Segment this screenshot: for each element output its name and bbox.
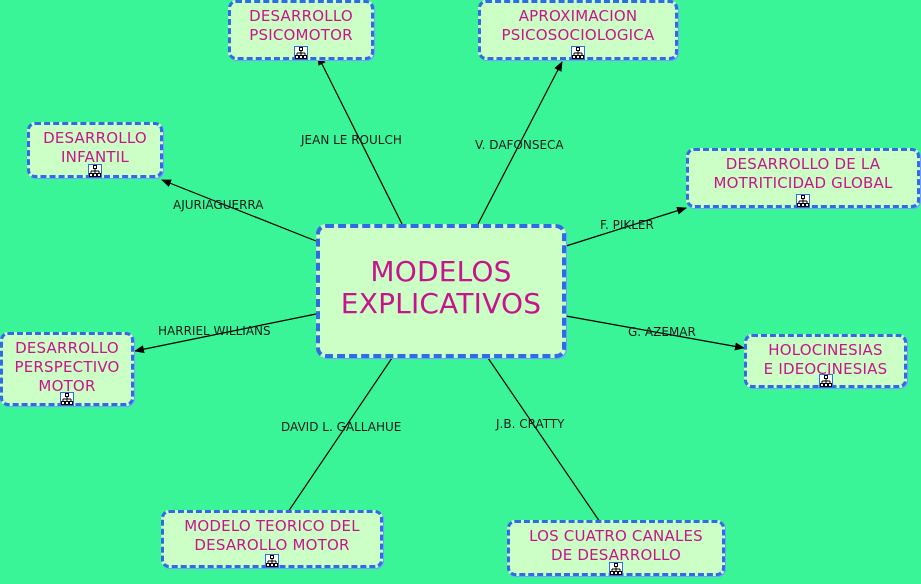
link-label-ajuriaguerra: AJURIAGUERRA [173, 198, 264, 212]
submap-icon[interactable] [609, 562, 623, 576]
node-label: DESARROLLO PSICOMOTOR [249, 7, 353, 44]
link-le-roulch [317, 55, 403, 225]
link-label-cratty: J.B. CRATTY [496, 417, 565, 431]
submap-icon[interactable] [265, 554, 279, 568]
node-desarrollo-perspectivo-motor[interactable]: DESARROLLO PERSPECTIVO MOTOR [0, 332, 134, 406]
node-label: HOLOCINESIAS E IDEOCINESIAS [763, 341, 888, 378]
node-desarrollo-psicomotor[interactable]: DESARROLLO PSICOMOTOR [228, 0, 374, 60]
node-desarrollo-infantil[interactable]: DESARROLLO INFANTIL [27, 122, 163, 178]
submap-icon[interactable] [60, 392, 74, 406]
submap-icon[interactable] [88, 164, 102, 178]
link-pikler [565, 206, 687, 247]
link-label-gallahue: DAVID L. GALLAHUE [281, 420, 402, 434]
link-label-le-roulch: JEAN LE ROULCH [301, 133, 402, 147]
link-label-williams: HARRIEL WILLIANS [158, 324, 271, 338]
node-modelo-teorico[interactable]: MODELO TEORICO DEL DESAROLLO MOTOR [161, 510, 383, 568]
node-label: APROXIMACION PSICOSOCIOLOGICA [501, 7, 655, 44]
node-aproximacion-psicosociologica[interactable]: APROXIMACION PSICOSOCIOLOGICA [478, 0, 678, 60]
link-azemar [565, 315, 745, 351]
node-label: DESARROLLO INFANTIL [43, 129, 147, 166]
node-cuatro-canales[interactable]: LOS CUATRO CANALES DE DESARROLLO [507, 520, 725, 576]
node-label: LOS CUATRO CANALES DE DESARROLLO [529, 527, 703, 564]
link-cratty [487, 357, 601, 523]
node-desarrollo-motricidad-global[interactable]: DESARROLLO DE LA MOTRITICIDAD GLOBAL [686, 148, 920, 208]
node-label: DESARROLLO DE LA MOTRITICIDAD GLOBAL [713, 155, 893, 192]
link-label-dafonseca: V. DAFONSECA [475, 138, 564, 152]
link-label-azemar: G. AZEMAR [628, 325, 696, 339]
submap-icon[interactable] [818, 374, 833, 388]
link-dafonseca [477, 61, 563, 225]
link-williams [134, 313, 317, 354]
node-label: MODELO TEORICO DEL DESAROLLO MOTOR [184, 517, 360, 554]
submap-icon[interactable] [796, 194, 810, 208]
submap-icon[interactable] [294, 46, 308, 60]
node-label: DESARROLLO PERSPECTIVO MOTOR [14, 339, 120, 395]
node-holocinesias-ideocinesias[interactable]: HOLOCINESIAS E IDEOCINESIAS [744, 334, 907, 388]
submap-icon[interactable] [571, 46, 585, 60]
link-gallahue [287, 357, 393, 513]
link-label-pikler: F. PIKLER [600, 218, 654, 232]
link-ajuriaguerra [161, 179, 317, 242]
central-concept[interactable]: MODELOS EXPLICATIVOS [316, 224, 566, 358]
central-concept-label: MODELOS EXPLICATIVOS [340, 255, 542, 320]
